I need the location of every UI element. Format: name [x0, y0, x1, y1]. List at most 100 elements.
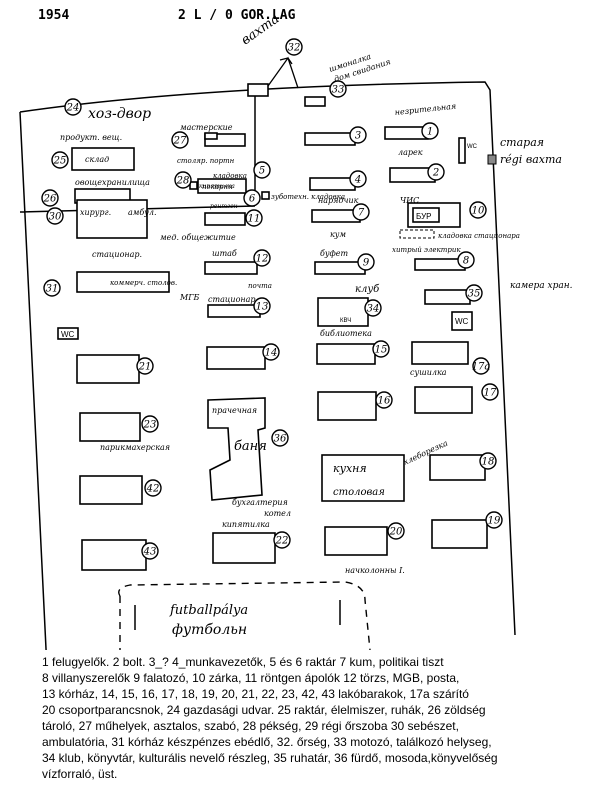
- kuhnya-label: кухня: [333, 462, 367, 475]
- futbol-label: футбольн: [172, 622, 248, 638]
- kotel-label: котел: [264, 509, 291, 518]
- number-text: 18: [482, 457, 495, 468]
- kum-label: кум: [330, 230, 346, 239]
- building-number-4: 4: [349, 170, 367, 188]
- ovoshe-label: овощехранилища: [75, 178, 150, 187]
- number-text: 17a: [472, 362, 491, 373]
- number-circle: [472, 357, 490, 375]
- building-number-1: 1: [421, 122, 439, 140]
- number-circle: [64, 98, 82, 116]
- document-title: 2 L / 0 GOR.LAG: [178, 8, 296, 23]
- bur-label: БУР: [416, 212, 431, 221]
- building-number-23: 23: [141, 415, 159, 433]
- building-number-7: 7: [352, 203, 370, 221]
- number-text: 20: [389, 527, 403, 538]
- masterskie-label: мастерские: [180, 123, 233, 132]
- bufet-label: буфет: [320, 249, 349, 258]
- number-text: 25: [53, 156, 67, 167]
- number-circle: [364, 299, 382, 317]
- number-circle: [349, 126, 367, 144]
- legend-line: 34 klub, könyvtár, kulturális nevelő rés…: [42, 751, 498, 765]
- kladovka-stac-label: кладовка стационара: [438, 232, 520, 240]
- klub-label: клуб: [355, 284, 380, 295]
- building-number-24: 24: [64, 98, 82, 116]
- number-circle: [387, 522, 405, 540]
- kommerch-label: коммерч. столов.: [110, 279, 177, 287]
- number-circle: [469, 201, 487, 219]
- number-circle: [174, 171, 192, 189]
- number-text: 6: [249, 194, 256, 205]
- building-number-6: 6: [243, 189, 261, 207]
- kipyatilka-top-label: кипятилка: [199, 183, 235, 190]
- building-number-20: 20: [387, 522, 405, 540]
- hoz-dvor-label: хоз-двор: [88, 106, 151, 122]
- legend-line: 13 kórház, 14, 15, 16, 17, 18, 19, 20, 2…: [42, 687, 469, 701]
- number-circle: [141, 542, 159, 560]
- building-number-31: 31: [43, 279, 61, 297]
- number-text: 24: [66, 103, 80, 114]
- building-number-18: 18: [479, 452, 497, 470]
- number-circle: [41, 189, 59, 207]
- kladovka-label: кладовка: [213, 172, 247, 180]
- chis-label: ЧИС: [400, 196, 419, 205]
- ambul-label: амбул.: [128, 208, 157, 217]
- number-circle: [262, 343, 280, 361]
- number-circle: [144, 479, 162, 497]
- kamera-label: камера хран.: [510, 281, 573, 291]
- biblioteka-label: библиотека: [320, 329, 372, 338]
- building-number-14: 14: [262, 343, 280, 361]
- number-text: 43: [143, 547, 157, 558]
- camp-plan: вахта шмоналка дом свидания хоз-двор мас…: [19, 11, 573, 650]
- number-text: 36: [274, 434, 287, 445]
- number-text: 27: [173, 136, 187, 147]
- number-circle: [46, 207, 64, 225]
- number-circle: [479, 452, 497, 470]
- staraya-label: старая: [500, 136, 544, 149]
- number-circle: [352, 203, 370, 221]
- produkt-label: продукт. вещ.: [60, 133, 122, 142]
- building-number-13: 13: [253, 297, 271, 315]
- building-number-5: 5: [253, 161, 271, 179]
- number-circle: [253, 161, 271, 179]
- legend-line: tároló, 27 műhelyek, asztalos, szabó, 28…: [42, 719, 459, 733]
- stolyar-label: столяр. портн: [177, 157, 235, 165]
- legend-line: ambulatória, 31 kórház készpénzes ebédlő…: [42, 735, 492, 749]
- rentgen-label: рентген: [210, 203, 238, 210]
- building-number-10: 10: [469, 201, 487, 219]
- building-number-27: 27: [171, 131, 189, 149]
- legend-line: vízforraló, üst.: [42, 767, 118, 781]
- sklad-label: склад: [85, 155, 109, 164]
- number-circle: [51, 151, 69, 169]
- number-text: 14: [265, 348, 278, 359]
- number-text: 30: [49, 212, 62, 223]
- year-label: 1954: [38, 8, 70, 23]
- building-number-12: 12: [253, 249, 271, 267]
- pekarnya-label: пекарня: [202, 183, 233, 191]
- number-circle: [357, 253, 375, 271]
- buhgalteriya-label: бухгалтерия: [232, 498, 288, 507]
- building-number-9: 9: [357, 253, 375, 271]
- number-text: 7: [358, 208, 365, 219]
- number-text: 9: [363, 258, 370, 269]
- number-circle: [372, 340, 390, 358]
- number-text: 28: [176, 176, 190, 187]
- building-number-43: 43: [141, 542, 159, 560]
- number-circle: [375, 391, 393, 409]
- number-circle: [465, 284, 483, 302]
- building-number-26: 26: [41, 189, 59, 207]
- number-text: 17: [484, 388, 497, 399]
- building-number-3: 3: [349, 126, 367, 144]
- building-number-33: 33: [329, 80, 347, 98]
- number-circle: [245, 209, 263, 227]
- number-circle: [271, 429, 289, 447]
- building-number-28: 28: [174, 171, 192, 189]
- building-number-36: 36: [271, 429, 289, 447]
- building-number-34: 34: [364, 299, 382, 317]
- number-text: 19: [488, 516, 501, 527]
- banya-label: баня: [234, 439, 267, 454]
- number-text: 23: [143, 420, 157, 431]
- number-text: 22: [275, 536, 289, 547]
- number-text: 21: [138, 362, 152, 373]
- med-obsh-label: мед. общежитие: [160, 233, 236, 242]
